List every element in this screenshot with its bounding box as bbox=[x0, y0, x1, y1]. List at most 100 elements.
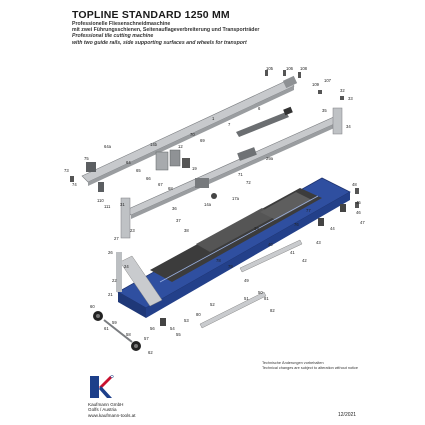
transport-wheels bbox=[93, 311, 141, 351]
part-label: 14a bbox=[204, 202, 212, 207]
part-label: 69 bbox=[200, 138, 205, 143]
part-label: 58 bbox=[126, 332, 131, 337]
part-label: 56 bbox=[150, 326, 155, 331]
part-label: 78 bbox=[216, 258, 221, 263]
part-label: 45 bbox=[356, 200, 361, 205]
cutting-head-assembly bbox=[155, 147, 257, 199]
guide-rail-top bbox=[81, 75, 298, 186]
part-label: 46 bbox=[356, 210, 361, 215]
part-label: 55 bbox=[176, 332, 181, 337]
part-label: 43 bbox=[316, 240, 321, 245]
part-label: 77 bbox=[306, 208, 311, 213]
part-label: 51 bbox=[244, 296, 249, 301]
part-label: 107 bbox=[324, 78, 332, 83]
subtitle-de-2: mit zwei Führungsschienen, Seitenauflage… bbox=[72, 27, 260, 34]
part-label: 36 bbox=[172, 206, 177, 211]
part-label: 7 bbox=[228, 122, 231, 127]
side-support-right bbox=[199, 239, 303, 329]
part-label: 72 bbox=[246, 180, 251, 185]
part-label: 70 bbox=[190, 132, 195, 137]
part-label: 109 bbox=[312, 82, 320, 87]
part-label: 44 bbox=[330, 226, 335, 231]
part-label: 34 bbox=[346, 124, 351, 129]
technical-note: Technische Änderungen vorbehalten Techni… bbox=[262, 361, 358, 370]
part-label: 29a bbox=[266, 156, 274, 161]
part-label: 61 bbox=[104, 326, 109, 331]
part-label: 64a bbox=[104, 144, 112, 149]
part-label: 73 bbox=[64, 168, 69, 173]
part-label: 67 bbox=[158, 182, 163, 187]
part-label: 110 bbox=[97, 198, 104, 203]
company-location: Golfs / Austria bbox=[88, 407, 117, 413]
part-label: 17a bbox=[232, 196, 240, 201]
part-label: 49 bbox=[244, 278, 249, 283]
part-label: 52 bbox=[210, 302, 215, 307]
part-label: 62 bbox=[148, 350, 153, 355]
part-label: 53 bbox=[184, 318, 189, 323]
document-date: 12/2021 bbox=[338, 412, 357, 418]
part-label: 27 bbox=[114, 236, 119, 241]
part-labels: 105 106 108 109 107 32 33 34 35 1 7 6 64… bbox=[64, 66, 365, 355]
part-label: 37 bbox=[176, 218, 181, 223]
subtitle-en-2: with two guide rails, side supporting su… bbox=[72, 39, 247, 46]
part-label: 41 bbox=[290, 250, 295, 255]
part-label: 65 bbox=[136, 168, 141, 173]
kaufmann-logo-icon bbox=[90, 374, 114, 398]
company-name: Kaufmann GmbH bbox=[88, 402, 124, 407]
part-label: 108 bbox=[300, 66, 308, 71]
part-label: 31 bbox=[120, 202, 125, 207]
part-label: 21 bbox=[108, 292, 113, 297]
part-label: 50 bbox=[258, 290, 263, 295]
rail-end-left bbox=[70, 162, 104, 192]
part-label: 40 bbox=[268, 242, 273, 247]
part-label: 32 bbox=[340, 88, 345, 93]
header: TOPLINE STANDARD 1250 MM Professionelle … bbox=[72, 9, 402, 46]
part-label: 1 bbox=[212, 116, 215, 121]
subtitle-en-1: Professional tile cutting machine bbox=[72, 33, 154, 40]
part-label: 82 bbox=[270, 308, 275, 313]
part-label: 66 bbox=[146, 176, 151, 181]
part-label: 19 bbox=[192, 166, 197, 171]
company-web-link[interactable]: www.kaufmann-tools.at bbox=[88, 412, 136, 418]
part-label: 64 bbox=[126, 160, 131, 165]
part-label: 33 bbox=[348, 96, 353, 101]
part-label: 48 bbox=[352, 182, 357, 187]
part-label: 71 bbox=[238, 172, 243, 177]
part-label: 42 bbox=[302, 258, 307, 263]
part-label: 26 bbox=[108, 250, 113, 255]
page-title: TOPLINE STANDARD 1250 MM bbox=[72, 9, 230, 21]
technical-note-de: Technische Änderungen vorbehalten bbox=[262, 361, 324, 365]
subtitle-de-1: Professionelle Fliesenschneidmaschine bbox=[72, 21, 171, 27]
part-label: 60 bbox=[90, 304, 95, 309]
part-label: 35 bbox=[322, 108, 327, 113]
company-block: Kaufmann GmbH Golfs / Austria www.kaufma… bbox=[88, 402, 136, 418]
side-support-left bbox=[116, 252, 163, 307]
part-label: 47 bbox=[360, 220, 365, 225]
part-label: 76 bbox=[294, 222, 299, 227]
part-label: 80 bbox=[196, 312, 201, 317]
fastener-group-top-right bbox=[265, 70, 359, 208]
part-label: 68 bbox=[168, 186, 173, 191]
cutting-table bbox=[150, 188, 322, 283]
part-label: 6 bbox=[258, 106, 261, 111]
part-label: 54 bbox=[170, 326, 175, 331]
part-label: 23 bbox=[130, 228, 135, 233]
part-label: 105 bbox=[266, 66, 274, 71]
part-label: 24 bbox=[124, 264, 129, 269]
part-label: 111 bbox=[104, 204, 111, 209]
part-label: 75 bbox=[84, 156, 89, 161]
part-label: 59 bbox=[112, 320, 117, 325]
part-label: 106 bbox=[286, 66, 294, 71]
guide-rail-middle bbox=[120, 107, 343, 239]
part-label: 14b bbox=[150, 142, 158, 147]
part-label: 74 bbox=[72, 182, 77, 187]
part-label: 22 bbox=[112, 278, 117, 283]
part-label: 12 bbox=[178, 144, 183, 149]
machine-feet bbox=[160, 204, 346, 326]
cutting-handle bbox=[236, 106, 293, 137]
part-label: 79 bbox=[228, 264, 233, 269]
part-label: 38 bbox=[184, 228, 189, 233]
part-label: 81 bbox=[264, 296, 269, 301]
